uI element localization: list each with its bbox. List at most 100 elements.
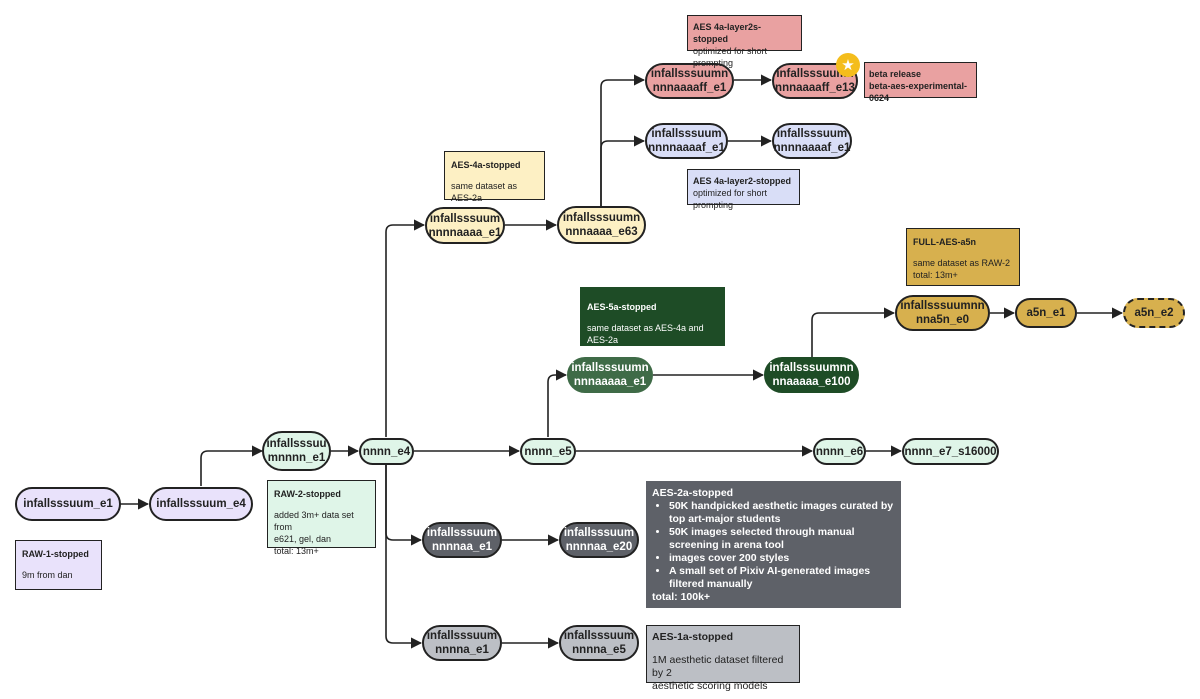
note-title: AES 4a-layer2s-stopped bbox=[693, 22, 762, 44]
note-line: same dataset as AES-4a and AES-2a bbox=[587, 323, 704, 345]
note-line: e621, gel, dan bbox=[274, 534, 332, 544]
node-raw1-e1[interactable]: infallsssuum_e1 bbox=[15, 487, 121, 521]
note-line: added 3m+ data set from bbox=[274, 510, 354, 532]
node-label-line1: infallsssuumnn bbox=[900, 300, 985, 312]
edge-a4e63-l2e1a bbox=[600, 135, 646, 206]
node-label-line1: infallsssuumn bbox=[562, 212, 641, 224]
node-label-line2: nnnaaaaff_e13 bbox=[775, 82, 855, 94]
node-label-line1: infallsssuumn bbox=[650, 68, 729, 80]
node-l2-e1b[interactable]: infallsssuum nnnnaaaaf_e1 bbox=[772, 123, 852, 159]
note-title: FULL-AES-a5n bbox=[913, 237, 976, 247]
note-aes4a-stopped: AES-4a-stopped same dataset as AES-2a bbox=[444, 151, 545, 203]
note-line: 9m from dan bbox=[22, 570, 73, 580]
note-raw1-stopped: RAW-1-stopped 9m from dan bbox=[15, 540, 102, 590]
node-label-line1: infallsssuum bbox=[426, 527, 498, 539]
node-l2s-e1[interactable]: infallsssuumn nnnaaaaff_e1 bbox=[645, 63, 734, 99]
note-aes2a-stopped: AES-2a-stopped 50K handpicked aesthetic … bbox=[646, 481, 901, 608]
note-title: AES 4a-layer2-stopped bbox=[693, 176, 792, 186]
edge-raw1e4-raw2e1 bbox=[200, 445, 264, 486]
edge-e5-a5e1 bbox=[547, 369, 568, 437]
node-label: nnnn_e4 bbox=[362, 445, 411, 458]
node-label-line2: nnnnaa_e1 bbox=[431, 541, 493, 553]
node-label: nnnn_e7_s16000 bbox=[904, 445, 997, 458]
node-a2-e20[interactable]: infallsssuum nnnnaa_e20 bbox=[559, 522, 639, 558]
node-label-line2: nna5n_e0 bbox=[915, 314, 970, 326]
node-label: nnnn_e5 bbox=[524, 445, 572, 458]
node-a2-e1[interactable]: infallsssuum nnnnaa_e1 bbox=[422, 522, 502, 558]
note-line: aesthetic scoring models bbox=[652, 680, 768, 692]
node-label-line1: infallsssuumn bbox=[776, 68, 854, 80]
note-bullet: 50K images selected through manual scree… bbox=[669, 526, 895, 552]
node-label-line1: infallsssuumn bbox=[571, 362, 649, 374]
note-bullet: 50K handpicked aesthetic images curated … bbox=[669, 500, 895, 526]
node-e7[interactable]: nnnn_e7_s16000 bbox=[902, 438, 999, 465]
node-label: infallsssuum_e4 bbox=[156, 498, 246, 510]
edge-a5e100-fulle0 bbox=[811, 307, 896, 357]
note-line: total: 13m+ bbox=[274, 546, 319, 556]
node-label-line1: infallsssuum bbox=[651, 128, 722, 140]
note-line: optimized for short prompting bbox=[693, 188, 768, 210]
note-title: RAW-2-stopped bbox=[274, 489, 341, 499]
note-line: optimized for short prompting bbox=[693, 46, 768, 68]
node-a1-e1[interactable]: infallsssuum nnnna_e1 bbox=[422, 625, 502, 661]
node-label-line2: nnnna_e5 bbox=[572, 644, 626, 656]
node-label-line2: mnnnn_e1 bbox=[267, 452, 326, 464]
node-label-line2: nnnaaaa_e63 bbox=[565, 226, 638, 238]
node-a4-e63[interactable]: infallsssuumn nnnaaaa_e63 bbox=[557, 206, 646, 244]
note-title: AES-2a-stopped bbox=[652, 487, 734, 499]
node-label-line1: infallsssuum bbox=[563, 630, 635, 642]
node-label-line2: nnnnaaaaf_e1 bbox=[648, 142, 725, 154]
node-label-line2: nnaaaaa_e100 bbox=[772, 376, 851, 388]
star-icon: ★ bbox=[836, 53, 860, 77]
note-beta-release: beta release beta-aes-experimental-0624 bbox=[864, 62, 977, 103]
node-full-e0[interactable]: infallsssuumnn nna5n_e0 bbox=[895, 295, 990, 331]
node-a5n-e1[interactable]: a5n_e1 bbox=[1015, 298, 1077, 328]
note-line: beta-aes-experimental-0624 bbox=[869, 81, 968, 103]
note-title: AES-4a-stopped bbox=[451, 160, 521, 170]
note-line: 1M aesthetic dataset filtered by 2 bbox=[652, 654, 784, 679]
note-aes5a-stopped: AES-5a-stopped same dataset as AES-4a an… bbox=[580, 287, 725, 346]
note-line: same dataset as AES-2a bbox=[451, 181, 518, 203]
edge-a4e63-l2se1 bbox=[600, 74, 646, 206]
node-label-line2: nnnna_e1 bbox=[435, 644, 489, 656]
node-label-line1: infallsssuu bbox=[266, 438, 327, 450]
node-raw2-e1[interactable]: infallsssuu mnnnn_e1 bbox=[262, 431, 331, 471]
node-label-line1: infallsssuumnn bbox=[769, 362, 854, 374]
node-label: infallsssuum_e1 bbox=[23, 498, 113, 510]
note-full-aes-a5n: FULL-AES-a5n same dataset as RAW-2 total… bbox=[906, 228, 1020, 286]
node-a5n-e2[interactable]: a5n_e2 bbox=[1123, 298, 1185, 328]
node-raw1-e4[interactable]: infallsssuum_e4 bbox=[149, 487, 253, 521]
edge-e4-a2e1 bbox=[385, 465, 423, 546]
note-title: AES-5a-stopped bbox=[587, 302, 657, 312]
node-a1-e5[interactable]: infallsssuum nnnna_e5 bbox=[559, 625, 639, 661]
note-bullet: images cover 200 styles bbox=[669, 552, 895, 565]
node-e5[interactable]: nnnn_e5 bbox=[520, 438, 576, 465]
node-a5-e1[interactable]: infallsssuumn nnnaaaaa_e1 bbox=[567, 357, 653, 393]
note-layer2-stopped: AES 4a-layer2-stopped optimized for shor… bbox=[687, 169, 800, 210]
node-label-line2: nnnnaaaaf_e1 bbox=[773, 142, 851, 154]
node-a4-e1[interactable]: infallsssuum nnnnaaaa_e1 bbox=[425, 207, 505, 244]
note-line: total: 13m+ bbox=[913, 270, 958, 280]
node-a5-e100[interactable]: infallsssuumnn nnaaaaa_e100 bbox=[764, 357, 859, 393]
note-line: same dataset as RAW-2 bbox=[913, 258, 1011, 268]
node-e4[interactable]: nnnn_e4 bbox=[359, 438, 414, 465]
edge-e4-a1e1 bbox=[385, 465, 423, 649]
edge-e4-a4e1 bbox=[385, 219, 426, 437]
node-e6[interactable]: nnnn_e6 bbox=[813, 438, 866, 465]
note-aes1a-stopped: AES-1a-stopped 1M aesthetic dataset filt… bbox=[646, 625, 800, 692]
note-bullet-list: 50K handpicked aesthetic images curated … bbox=[652, 500, 895, 591]
note-bullet: A small set of Pixiv AI-generated images… bbox=[669, 565, 895, 591]
node-label-line1: infallsssuum bbox=[776, 128, 848, 140]
note-title: AES-1a-stopped bbox=[652, 631, 734, 643]
node-l2-e1a[interactable]: infallsssuum nnnnaaaaf_e1 bbox=[645, 123, 728, 159]
node-label-line2: nnnnaa_e20 bbox=[565, 541, 633, 553]
node-label: nnnn_e6 bbox=[815, 445, 864, 458]
note-layer2s-stopped: AES 4a-layer2s-stopped optimized for sho… bbox=[687, 15, 802, 68]
note-footer: total: 100k+ bbox=[652, 591, 711, 603]
node-label: a5n_e1 bbox=[1026, 307, 1066, 319]
node-label-line1: infallsssuum bbox=[563, 527, 635, 539]
node-label-line1: infallsssuum bbox=[429, 212, 501, 225]
node-label-line2: nnnaaaaff_e1 bbox=[652, 82, 727, 94]
node-label: a5n_e2 bbox=[1134, 307, 1174, 319]
